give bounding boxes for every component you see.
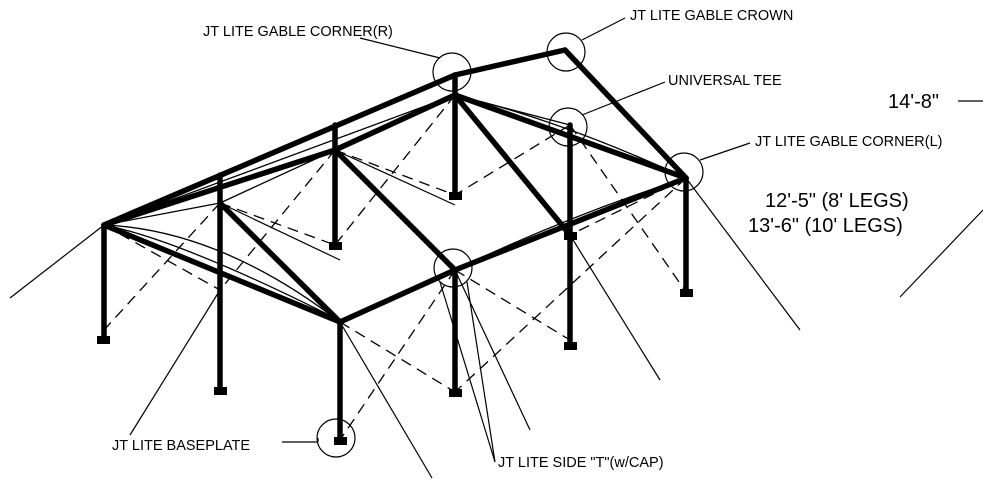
main-frame (101, 47, 689, 325)
universal-tee-label: UNIVERSAL TEE (668, 73, 782, 89)
baseplate-label: JT LITE BASEPLATE (112, 438, 250, 454)
baseplate-circle (316, 418, 356, 458)
height-8ft-legs-dimension: 12'-5" (8' LEGS) (765, 190, 909, 212)
height-10ft-legs-dimension: 13'-6" (10' LEGS) (748, 215, 903, 237)
peak-height-dimension: 14'-8" (888, 91, 939, 113)
universal-tee-circle (548, 107, 588, 147)
gable-crown-label: JT LITE GABLE CROWN (630, 8, 793, 24)
gable-corner-r-label: JT LITE GABLE CORNER(R) (203, 24, 393, 40)
gable-corner-l-circle (664, 152, 704, 192)
callout-leaders (282, 17, 983, 463)
gable-corner-l-label: JT LITE GABLE CORNER(L) (755, 134, 942, 150)
side-t-label: JT LITE SIDE "T"(w/CAP) (498, 455, 664, 471)
baseplates (97, 192, 693, 445)
guy-lines (9, 149, 801, 479)
callout-circles (316, 32, 704, 458)
side-t-circle (433, 248, 473, 288)
gable-crown-circle (546, 32, 586, 72)
gable-corner-r-circle (432, 52, 472, 92)
